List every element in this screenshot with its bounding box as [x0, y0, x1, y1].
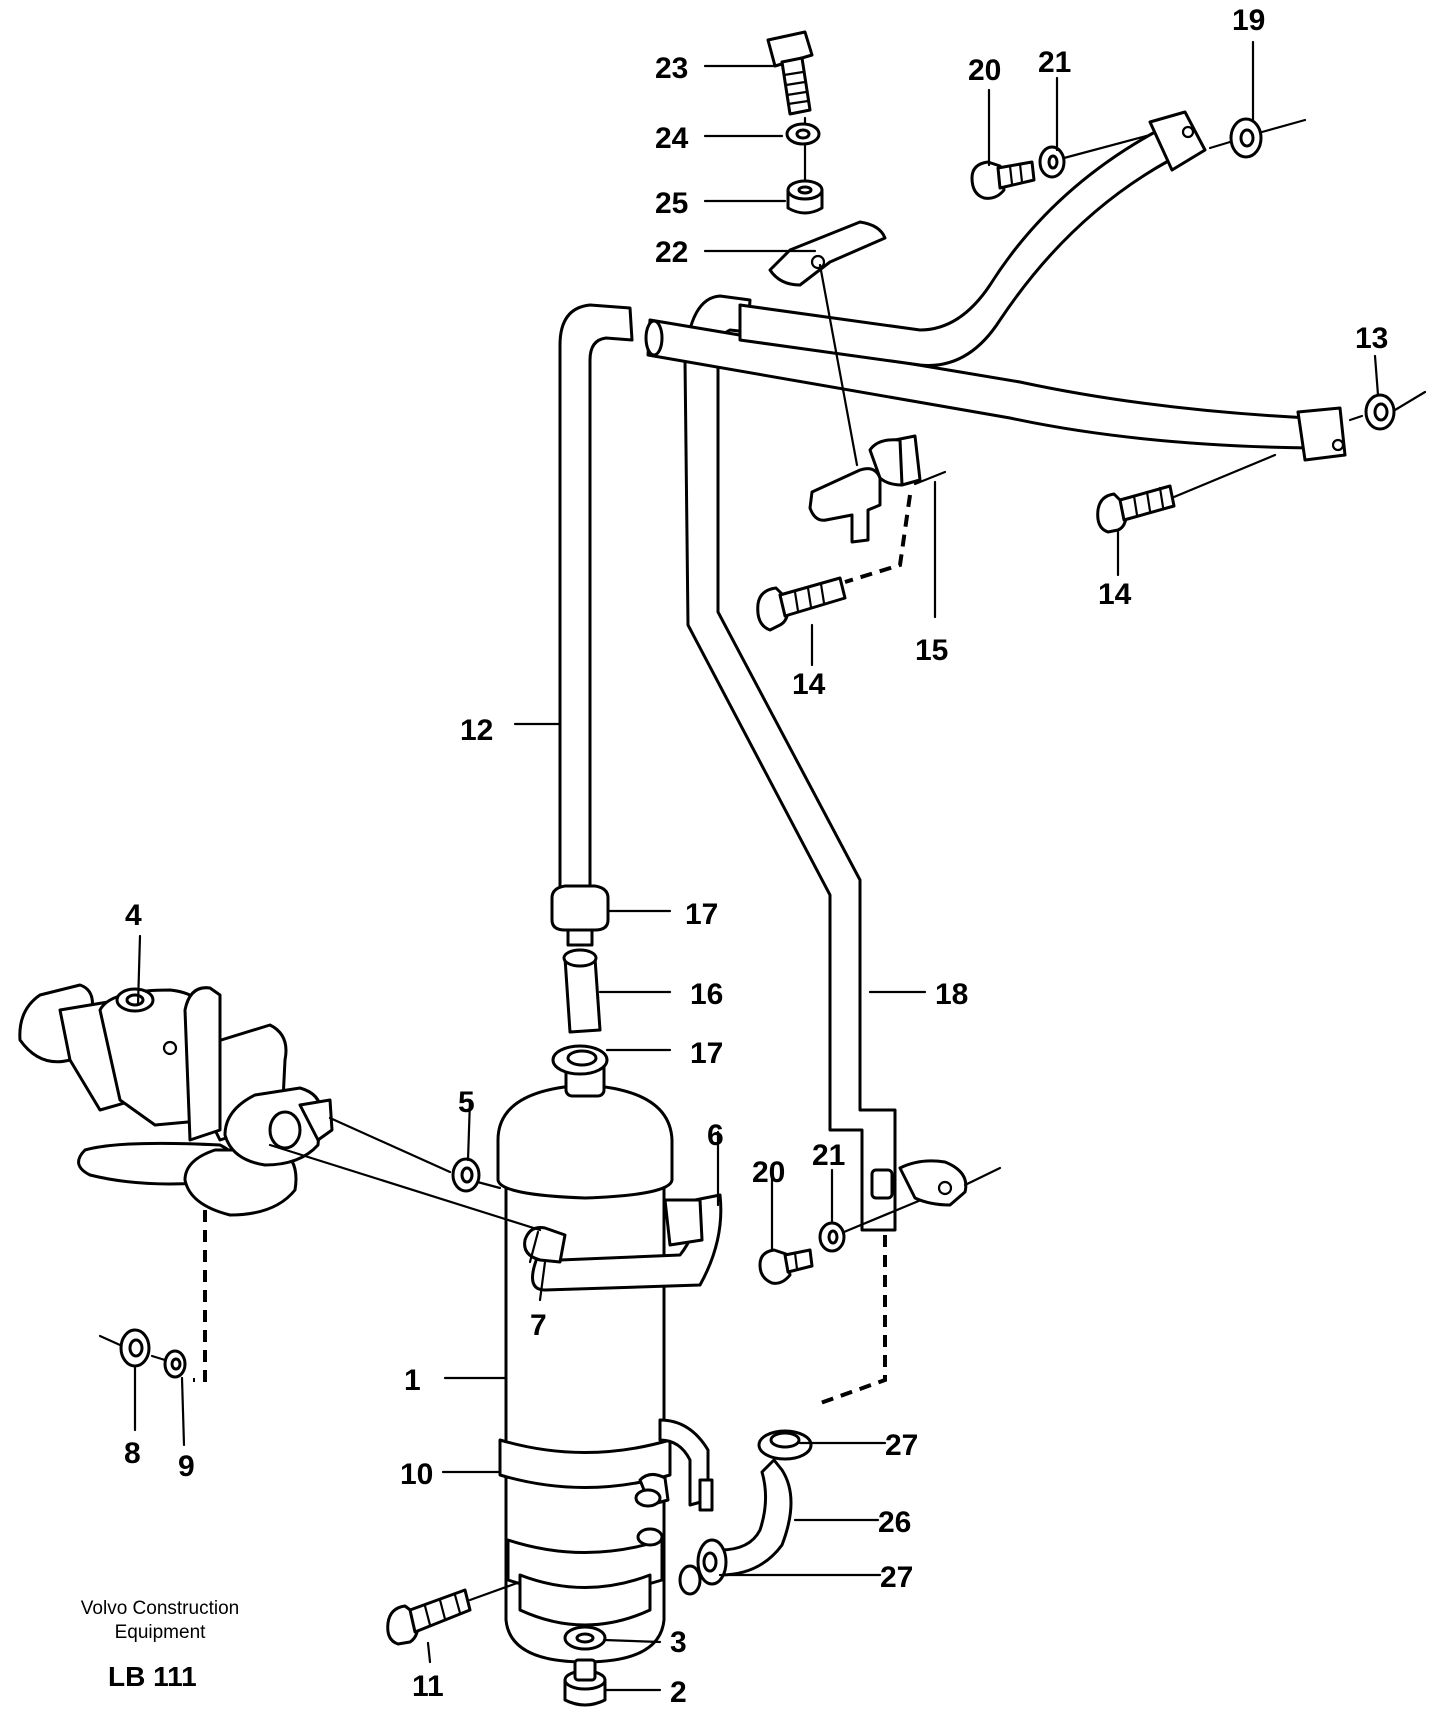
callout-21-lower: 21: [812, 1139, 845, 1172]
callout-6: 6: [707, 1119, 724, 1152]
bracket-18: [898, 1159, 1002, 1207]
callout-21-upper: 21: [1038, 46, 1071, 79]
callout-4: 4: [125, 899, 142, 932]
callout-20-upper: 20: [968, 54, 1001, 87]
tube-19: [738, 110, 1307, 367]
washer-21-upper: [1038, 133, 1152, 179]
footer: Volvo Construction Equipment LB 111: [40, 1597, 280, 1693]
callout-18: 18: [935, 978, 968, 1011]
callout-9: 9: [178, 1450, 195, 1483]
bolt-11: [386, 1580, 522, 1646]
callout-7: 7: [530, 1309, 547, 1342]
callout-8: 8: [124, 1437, 141, 1470]
bolt-20-lower: [758, 1248, 814, 1285]
washer-9: [150, 1349, 187, 1379]
callout-15: 15: [915, 634, 948, 667]
callout-3: 3: [670, 1626, 687, 1659]
callout-12: 12: [460, 714, 493, 747]
company-name-line2: Equipment: [114, 1622, 206, 1643]
leader-lines: [133, 40, 1380, 1692]
callout-14-left: 14: [792, 668, 826, 701]
callout-19: 19: [1232, 4, 1265, 37]
drain-plug-2: [563, 1658, 607, 1707]
callout-2: 2: [670, 1676, 687, 1709]
washer-5: [451, 1157, 481, 1193]
callout-1: 1: [404, 1364, 421, 1397]
clamp-15: [808, 434, 947, 544]
callout-5: 5: [458, 1086, 475, 1119]
callout-10: 10: [400, 1458, 433, 1491]
callout-17-lower: 17: [690, 1037, 723, 1070]
washer-3: [563, 1625, 607, 1651]
bolt-7: [523, 1226, 567, 1264]
filter-housing-1: [496, 1047, 674, 1664]
bolt-14-left: [756, 576, 847, 632]
callout-25: 25: [655, 187, 688, 220]
hose-clamp-27-lower: [678, 1538, 728, 1596]
spacer-25: [786, 179, 824, 215]
pipe-18: [683, 294, 897, 1232]
clamp-22: [768, 220, 887, 287]
callout-11: 11: [412, 1670, 444, 1703]
callout-24: 24: [655, 122, 689, 155]
hose-26: [718, 1458, 793, 1577]
callout-17-upper: 17: [685, 898, 718, 931]
callout-labels: 23 24 25 22 20 21 19 13 14 14 15 12 17 1…: [124, 4, 1388, 1709]
mounting-bracket-10: [634, 1418, 714, 1547]
callout-23: 23: [655, 52, 688, 85]
tube-13: [644, 318, 1427, 462]
callout-27-lower: 27: [880, 1561, 913, 1594]
callout-16: 16: [690, 978, 723, 1011]
nut-8: [98, 1328, 151, 1368]
callout-13: 13: [1355, 322, 1388, 355]
callout-14-right: 14: [1098, 578, 1132, 611]
hose-16: [562, 948, 602, 1034]
hose-clamp-17-upper: [550, 884, 610, 947]
hose-clamp-27-upper: [757, 1429, 813, 1461]
bolt-14-right: [1096, 453, 1277, 534]
bolt-20-upper: [970, 160, 1036, 200]
company-name: Volvo Construction: [80, 1598, 240, 1619]
washer-21-lower: [818, 1188, 947, 1253]
pipe-12: [558, 303, 634, 907]
diagram-code: LB 111: [108, 1661, 197, 1692]
strap-6: [531, 1193, 723, 1292]
callout-26: 26: [878, 1506, 911, 1539]
housing-4: [18, 983, 334, 1217]
callout-22: 22: [655, 236, 688, 269]
washer-24: [785, 122, 821, 146]
callout-20-lower: 20: [752, 1156, 785, 1189]
bolt-23: [766, 30, 814, 116]
callout-27-upper: 27: [885, 1429, 918, 1462]
hose-clamp-17-lower: [551, 1044, 609, 1076]
